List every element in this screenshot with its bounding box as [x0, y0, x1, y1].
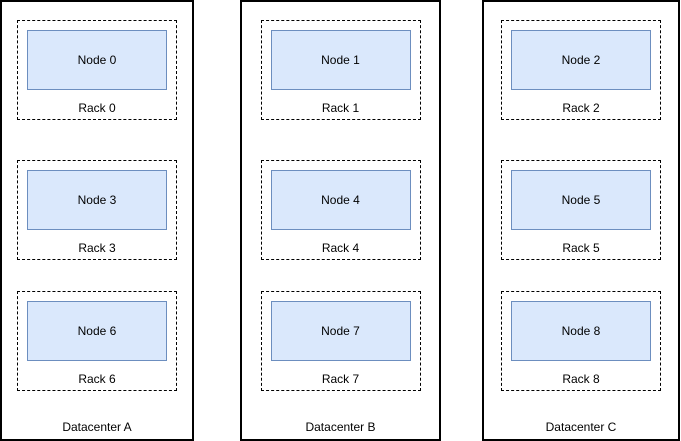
node-1: Node 1 — [270, 30, 411, 90]
node-label: Node 6 — [77, 324, 117, 338]
rack-8: Node 8 Rack 8 — [501, 291, 661, 391]
node-0: Node 0 — [27, 30, 167, 90]
node-label: Node 5 — [561, 193, 601, 207]
datacenter-c: Node 2 Rack 2 Node 5 Rack 5 Node 8 Rack … — [482, 0, 680, 441]
datacenter-b: Node 1 Rack 1 Node 4 Rack 4 Node 7 Rack … — [240, 0, 441, 441]
rack-3: Node 3 Rack 3 — [17, 160, 177, 260]
rack-4: Node 4 Rack 4 — [260, 160, 421, 260]
rack-0: Node 0 Rack 0 — [17, 20, 177, 120]
node-label: Node 8 — [561, 324, 601, 338]
rack-label: Rack 4 — [321, 241, 360, 255]
datacenter-label: Datacenter A — [62, 420, 132, 434]
rack-label: Rack 5 — [562, 241, 600, 255]
rack-label: Rack 2 — [562, 101, 600, 115]
node-label: Node 4 — [321, 193, 360, 207]
node-4: Node 4 — [270, 170, 411, 230]
node-2: Node 2 — [511, 30, 651, 90]
node-label: Node 3 — [77, 193, 117, 207]
node-label: Node 1 — [321, 53, 360, 67]
node-5: Node 5 — [511, 170, 651, 230]
rack-label: Rack 0 — [78, 101, 116, 115]
rack-5: Node 5 Rack 5 — [501, 160, 661, 260]
datacenter-label: Datacenter C — [545, 420, 617, 434]
rack-1: Node 1 Rack 1 — [260, 20, 421, 120]
node-label: Node 0 — [77, 53, 117, 67]
node-6: Node 6 — [27, 301, 167, 361]
rack-7: Node 7 Rack 7 — [260, 291, 421, 391]
rack-2: Node 2 Rack 2 — [501, 20, 661, 120]
rack-label: Rack 7 — [321, 372, 360, 386]
rack-label: Rack 3 — [78, 241, 116, 255]
datacenter-a: Node 0 Rack 0 Node 3 Rack 3 Node 6 Rack … — [0, 0, 194, 441]
rack-label: Rack 6 — [78, 372, 116, 386]
node-7: Node 7 — [270, 301, 411, 361]
rack-6: Node 6 Rack 6 — [17, 291, 177, 391]
node-label: Node 7 — [321, 324, 360, 338]
node-label: Node 2 — [561, 53, 601, 67]
rack-label: Rack 8 — [562, 372, 600, 386]
node-8: Node 8 — [511, 301, 651, 361]
node-3: Node 3 — [27, 170, 167, 230]
datacenter-label: Datacenter B — [305, 420, 376, 434]
rack-label: Rack 1 — [321, 101, 360, 115]
